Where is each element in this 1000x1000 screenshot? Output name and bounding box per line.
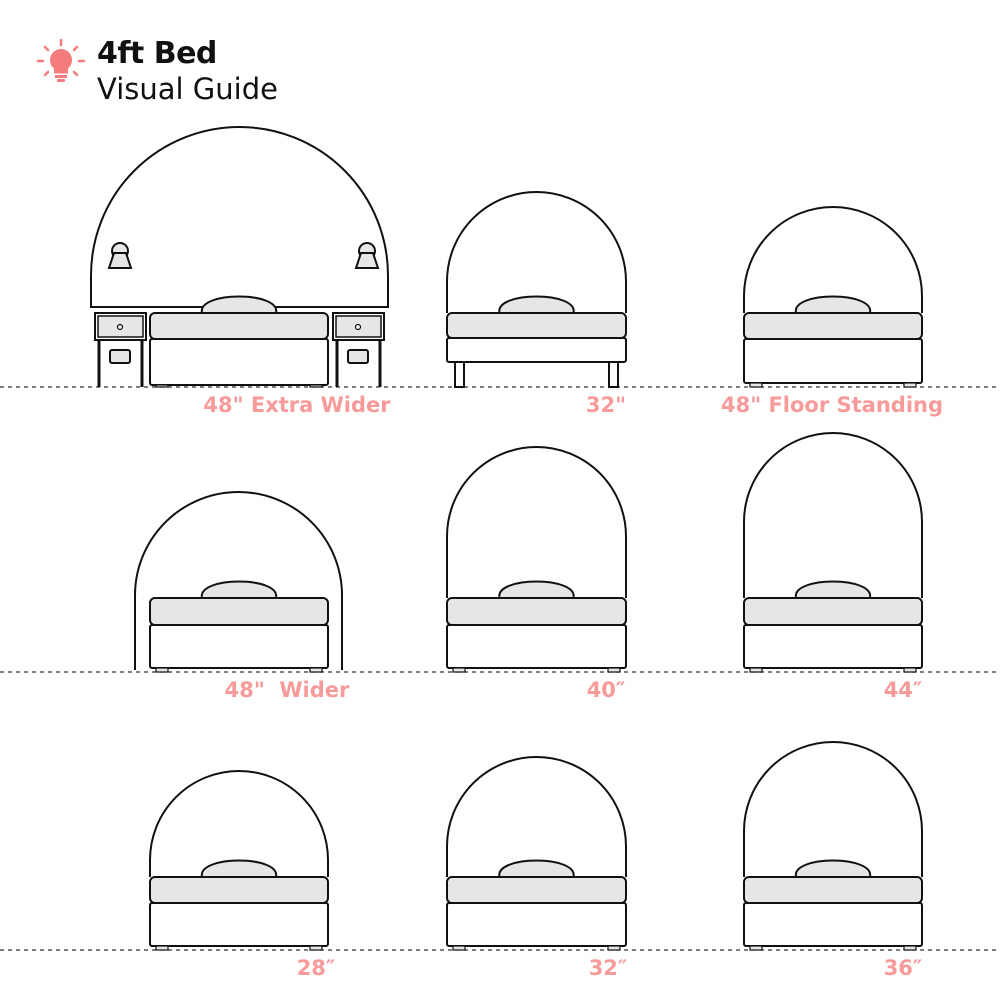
bed-label: 44″ (883, 678, 923, 702)
headboard (743, 432, 923, 598)
headboard (446, 756, 627, 877)
mattress (149, 312, 329, 340)
bed-foot (309, 945, 323, 951)
bed-label: 48" Wider (224, 678, 350, 702)
pillow (498, 859, 575, 878)
bed-foot (155, 384, 169, 388)
bed-label: 40″ (586, 678, 626, 702)
bed-foot (607, 667, 621, 673)
wall-lamp-shade (354, 252, 380, 269)
bed-foot (607, 945, 621, 951)
drawer-knob-icon (354, 323, 362, 331)
pillow (498, 580, 575, 599)
headboard (446, 191, 627, 313)
bed-label: 32″ (588, 956, 628, 980)
bed-foot (452, 945, 466, 951)
mattress (446, 597, 627, 626)
pillow (200, 859, 278, 878)
headboard (149, 770, 329, 877)
pillow (794, 295, 872, 314)
mattress (446, 876, 627, 904)
bed-label: 48" Floor Standing (720, 393, 944, 417)
bed-foot (749, 667, 763, 673)
bed-leg (454, 361, 465, 388)
wall-lamp-shade (107, 252, 133, 269)
bed-label: 36″ (883, 956, 923, 980)
bed-base (149, 902, 329, 947)
bed-label: 32" (585, 393, 627, 417)
mattress (446, 312, 627, 339)
bed-foot (452, 667, 466, 673)
bed-foot (903, 382, 917, 388)
pillow (200, 580, 278, 599)
bed-label: 28″ (296, 956, 336, 980)
pillow (794, 859, 872, 878)
mattress (743, 312, 923, 340)
bed-base (446, 337, 627, 363)
headboard (743, 741, 923, 877)
bed-base (149, 624, 329, 669)
power-socket-icon (109, 349, 131, 364)
bed-label: 48" Extra Wider (203, 393, 391, 417)
bed-base (446, 624, 627, 669)
lightbulb-icon (36, 38, 86, 82)
bed-foot (749, 945, 763, 951)
bed-foot (155, 945, 169, 951)
pillow (498, 295, 575, 314)
page-title: 4ft Bed (97, 36, 217, 71)
bed-base (743, 902, 923, 947)
bed-foot (309, 384, 323, 388)
mattress (743, 597, 923, 626)
headboard (90, 126, 389, 308)
bed-base (743, 624, 923, 669)
bed-base (149, 338, 329, 386)
headboard (743, 206, 923, 313)
bed-leg (608, 361, 619, 388)
headboard (446, 446, 627, 598)
mattress (149, 597, 329, 626)
bed-foot (903, 945, 917, 951)
page-subtitle: Visual Guide (97, 72, 278, 106)
bed-base (446, 902, 627, 947)
bed-foot (155, 667, 169, 673)
bed-foot (903, 667, 917, 673)
mattress (149, 876, 329, 904)
pillow (794, 580, 872, 599)
bed-foot (749, 382, 763, 388)
pillow (200, 295, 278, 314)
power-socket-icon (347, 349, 369, 364)
mattress (743, 876, 923, 904)
drawer-knob-icon (116, 323, 124, 331)
bed-foot (309, 667, 323, 673)
bed-base (743, 338, 923, 384)
